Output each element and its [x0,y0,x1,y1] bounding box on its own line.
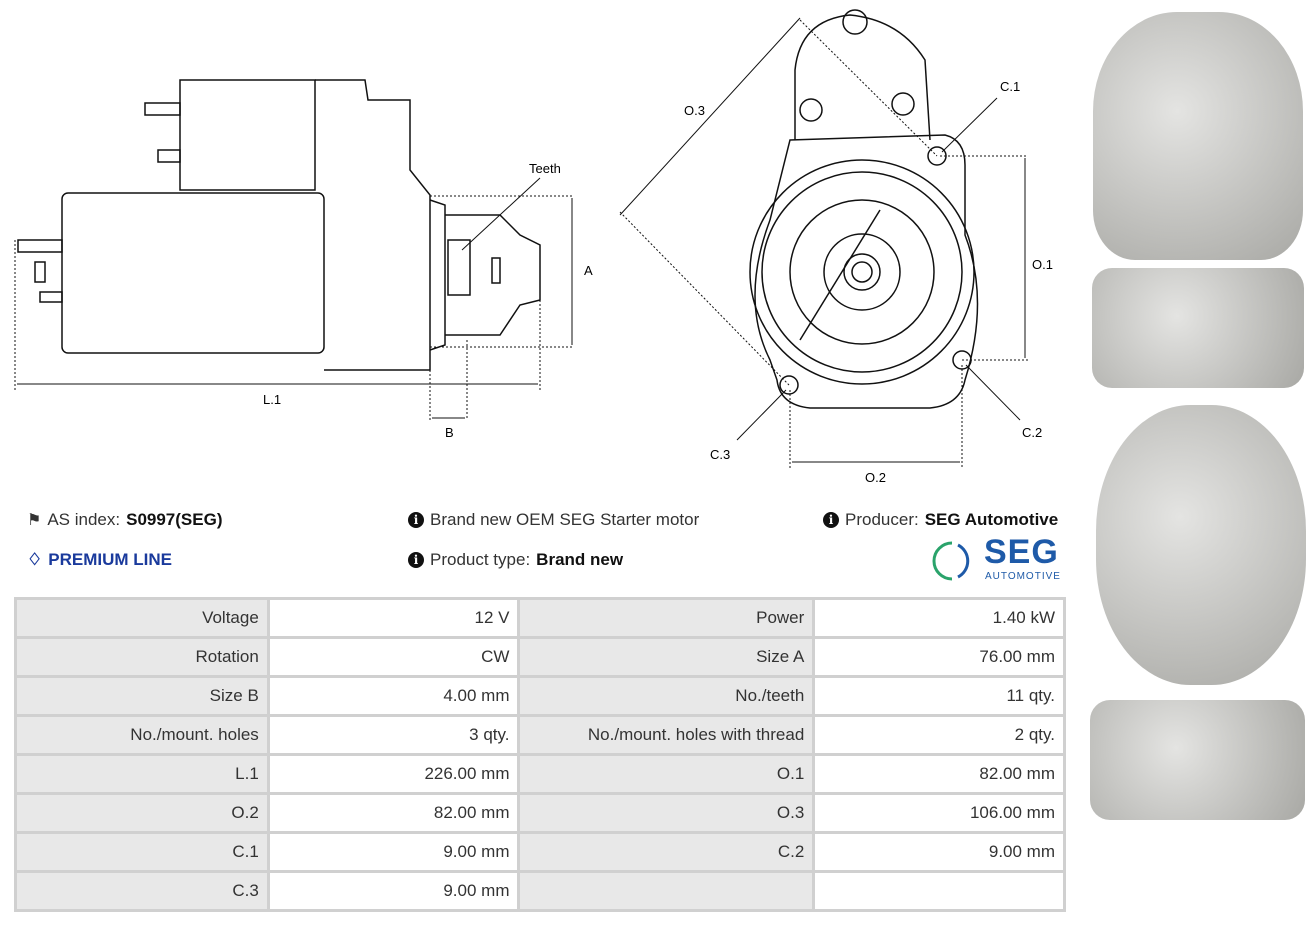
label-l1: L.1 [263,392,281,407]
spec-value: 226.00 mm [266,753,521,795]
info-icon: i [408,512,424,528]
spec-label: Size A [517,636,816,678]
spec-value: 106.00 mm [812,792,1066,834]
spec-value: 4.00 mm [266,675,521,717]
spec-label: C.1 [14,831,270,873]
info-icon: i [823,512,839,528]
spec-label [517,870,816,912]
label-c3: C.3 [710,447,730,462]
label-b: B [445,425,454,440]
side-view-drawing: Teeth A B L.1 [14,79,593,440]
spec-value: 82.00 mm [266,792,521,834]
spec-label: Power [517,597,816,639]
diamond-icon: ♢ [27,550,43,569]
as-index: ⚑ AS index:S0997(SEG) [27,510,223,529]
spec-label: No./mount. holes [14,714,270,756]
spec-label: O.3 [517,792,816,834]
spec-value: 9.00 mm [812,831,1066,873]
seg-logo: SEG AUTOMOTIVE [930,533,1070,583]
label-o3: O.3 [684,103,705,118]
spec-value: 12 V [266,597,521,639]
spec-label: Voltage [14,597,270,639]
spec-value: 11 qty. [812,675,1066,717]
label-c1: C.1 [1000,79,1020,94]
spec-label: No./mount. holes with thread [517,714,816,756]
spec-label: O.1 [517,753,816,795]
spec-label: C.3 [14,870,270,912]
spec-value: CW [266,636,521,678]
spec-label: O.2 [14,792,270,834]
spec-value: 82.00 mm [812,753,1066,795]
spec-value: 3 qty. [266,714,521,756]
spec-value: 9.00 mm [266,831,521,873]
spec-label: Rotation [14,636,270,678]
product-photo-rear[interactable] [1096,405,1306,685]
product-photo-front[interactable] [1093,12,1303,260]
spec-label: Size B [14,675,270,717]
label-o2: O.2 [865,470,886,485]
spec-value: 76.00 mm [812,636,1066,678]
spec-value: 9.00 mm [266,870,521,912]
spec-label: No./teeth [517,675,816,717]
label-teeth: Teeth [529,161,561,176]
tags-icon: ⚑ [27,512,42,529]
label-o1: O.1 [1032,257,1053,272]
label-c2: C.2 [1022,425,1042,440]
label-a: A [584,263,593,278]
product-photo-angle[interactable] [1090,700,1305,820]
premium-line[interactable]: ♢ PREMIUM LINE [27,550,172,569]
product-photo-side[interactable] [1092,268,1304,388]
spec-value: 2 qty. [812,714,1066,756]
info-icon: i [408,552,424,568]
spec-value [812,870,1066,912]
front-view-drawing: C.1 O.1 C.2 O.2 C.3 O.3 [619,9,1053,485]
spec-label: L.1 [14,753,270,795]
spec-label: C.2 [517,831,816,873]
spec-value: 1.40 kW [812,597,1066,639]
